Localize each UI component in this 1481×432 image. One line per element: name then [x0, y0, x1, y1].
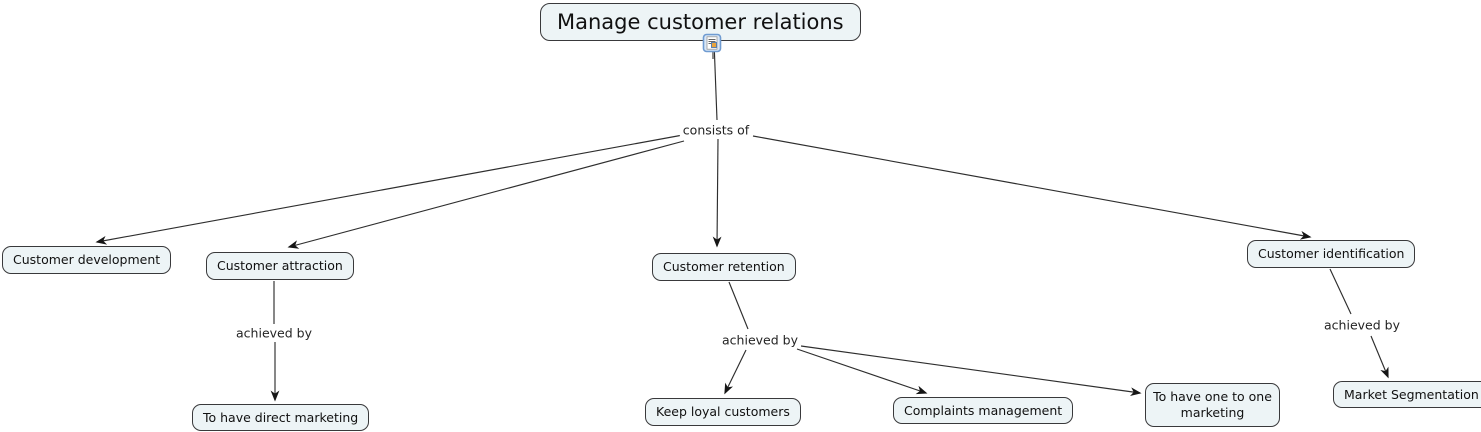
edge-root-to-consists-of [713, 40, 718, 121]
concept-node-customer-attraction[interactable]: Customer attraction [206, 252, 354, 280]
edge-achieved-by-to-one-to-one [800, 345, 1142, 397]
link-label-consists-of[interactable]: consists of [679, 122, 753, 138]
edge-consists-of-to-retention [712, 138, 722, 248]
concept-node-customer-identification[interactable]: Customer identification [1247, 240, 1416, 268]
concept-node-customer-development[interactable]: Customer development [2, 246, 172, 274]
concept-node-manage-customer-relations[interactable]: Manage customer relations [540, 3, 861, 41]
link-label-achieved-by-attraction[interactable]: achieved by [233, 325, 315, 341]
concept-node-keep-loyal-customers[interactable]: Keep loyal customers [645, 398, 801, 426]
concept-node-to-have-direct-marketing[interactable]: To have direct marketing [192, 404, 370, 431]
edge-consists-of-to-identification [752, 135, 1312, 240]
link-label-achieved-by-identification[interactable]: achieved by [1321, 317, 1403, 333]
edge-achieved-by-to-keep-loyal [724, 349, 747, 395]
concept-node-market-segmentation[interactable]: Market Segmentation [1333, 381, 1481, 408]
edge-consists-of-to-attraction [287, 140, 685, 249]
concept-node-customer-retention[interactable]: Customer retention [652, 253, 796, 281]
resource-icon[interactable] [702, 33, 724, 60]
edge-consists-of-to-development [95, 134, 684, 245]
concept-node-complaints-management[interactable]: Complaints management [893, 397, 1074, 424]
concept-node-to-have-one-to-one-marketing[interactable]: To have one to one marketing [1145, 383, 1280, 427]
link-label-achieved-by-retention[interactable]: achieved by [719, 332, 801, 348]
edge-identification-to-achieved-by [1329, 268, 1352, 315]
edge-retention-to-achieved-by [728, 281, 749, 330]
edge-achieved-by-to-complaints [796, 348, 928, 395]
edge-achieved-by-to-market-segmentation [1370, 335, 1389, 379]
